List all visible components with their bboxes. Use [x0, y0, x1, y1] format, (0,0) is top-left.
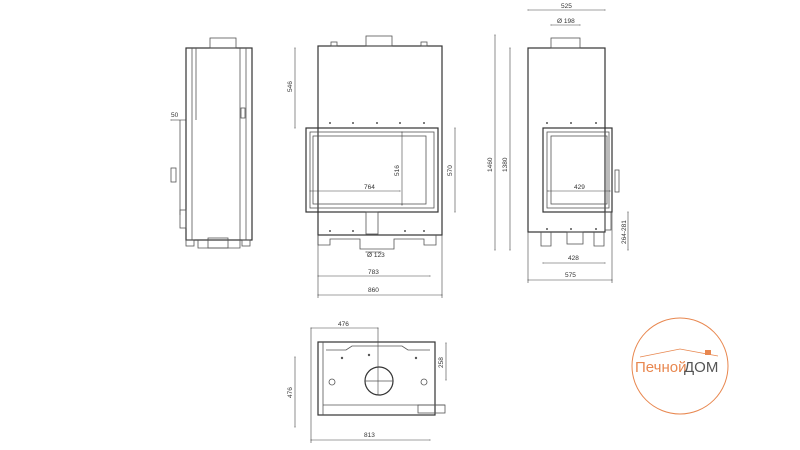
- dim-width-top: 813: [364, 432, 375, 439]
- dim-flue: Ø 198: [557, 18, 575, 25]
- dim-depth-top: 476: [287, 387, 294, 398]
- dim-leg-height: 264-281: [621, 220, 628, 244]
- dim-total-depth: 575: [565, 272, 576, 279]
- dim-legs-width: 783: [368, 269, 379, 276]
- dim-legs-width-right: 428: [568, 255, 579, 262]
- dim-door-height: 570: [447, 165, 454, 176]
- top-view: 476 476 258 813: [287, 321, 447, 443]
- logo-text-part2: ДОМ: [684, 359, 718, 376]
- dim-air-inlet: Ø 123: [367, 252, 385, 259]
- dim-body-height: 1380: [502, 157, 509, 172]
- dim-total-height: 1460: [487, 157, 494, 172]
- right-view: 525 Ø 198 1460 1380 429 428 575 264-281: [487, 3, 629, 283]
- front-view: 546 516 570 764 Ø 123 783 860: [287, 35, 456, 298]
- dim-glass-height: 516: [394, 165, 401, 176]
- dim-glass-width: 764: [364, 184, 375, 191]
- dim-depth: 525: [561, 3, 572, 10]
- side-view: 50: [170, 37, 253, 249]
- logo-text-part1: Печной: [635, 359, 686, 376]
- dim-offset-label: 50: [171, 112, 179, 119]
- dim-glass-width-right: 429: [574, 184, 585, 191]
- brand-logo: Печной ДОМ: [631, 317, 729, 415]
- dim-upper-height: 546: [287, 81, 294, 92]
- dim-flue-offset-y: 258: [438, 357, 445, 368]
- dim-total-width: 860: [368, 287, 379, 294]
- dim-flue-offset-x: 476: [338, 321, 349, 328]
